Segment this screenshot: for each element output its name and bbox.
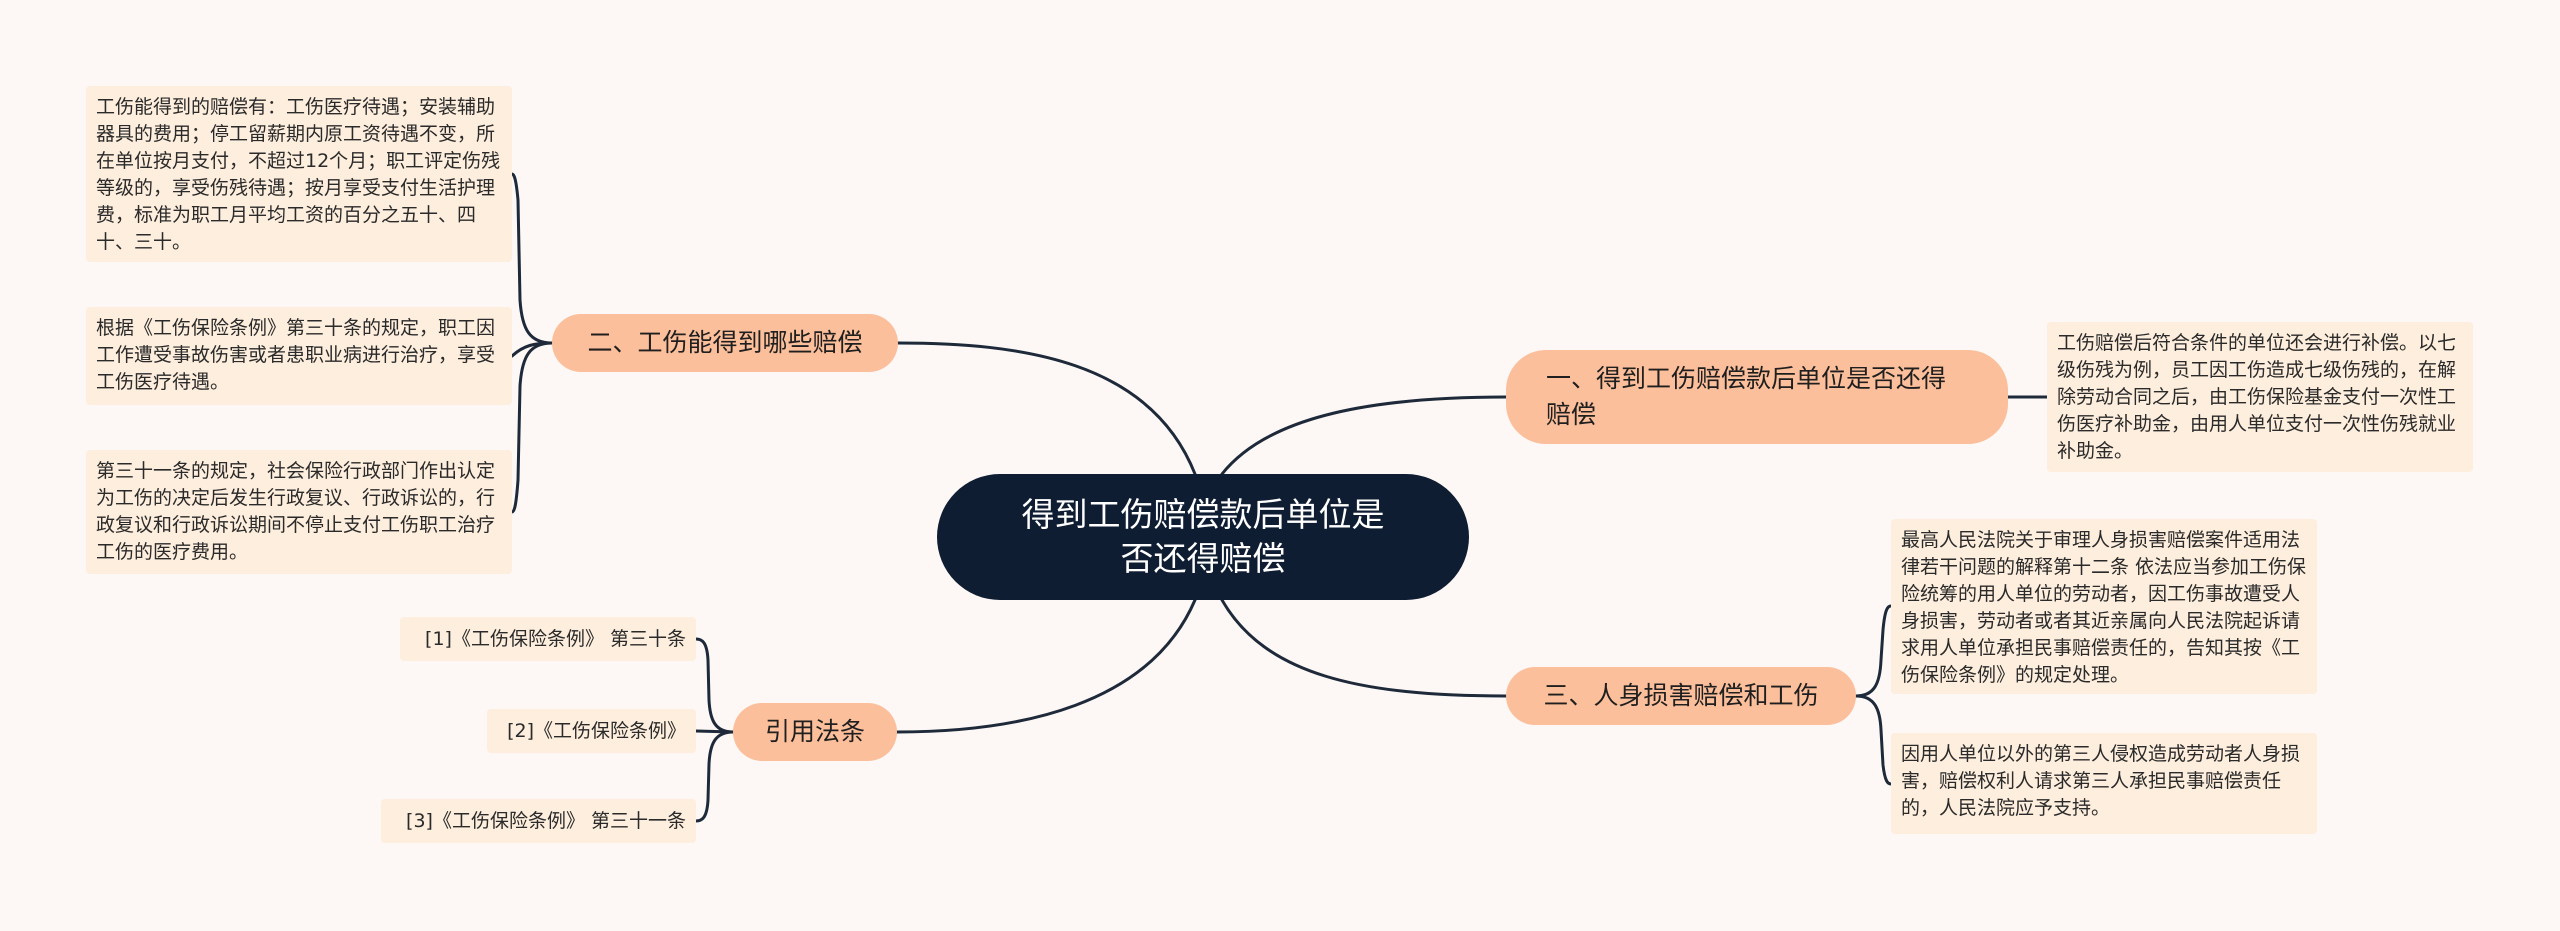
branch-label: 引用法条 (764, 717, 865, 746)
connector-root-b1 (1220, 395, 1508, 476)
connector-b4-c1 (694, 637, 735, 734)
leaf-note[interactable]: 工伤能得到的赔偿有：工伤医疗待遇；安装辅助器具的费用；停工留薪期内原工资待遇不变… (86, 86, 512, 262)
connector-root-b3 (1220, 598, 1508, 698)
leaf-note[interactable]: 根据《工伤保险条例》第三十条的规定，职工因工作遭受事故伤害或者患职业病进行治疗，… (86, 307, 512, 405)
citation-label: [2]《工伤保险条例》 (507, 719, 686, 742)
branch-personal-injury-vs-work-injury[interactable]: 三、人身损害赔偿和工伤 (1506, 667, 1856, 725)
root-topic[interactable]: 得到工伤赔偿款后单位是否还得赔偿 (937, 474, 1469, 600)
leaf-note[interactable]: 第三十一条的规定，社会保险行政部门作出认定为工伤的决定后发生行政复议、行政诉讼的… (86, 450, 512, 574)
branch-label: 一、得到工伤赔偿款后单位是否还得赔偿 (1546, 364, 1947, 429)
connector-root-b4 (895, 598, 1197, 734)
connector-b2-l2 (510, 172, 554, 345)
connector-b2-l4 (510, 341, 554, 514)
branch-available-compensation[interactable]: 二、工伤能得到哪些赔偿 (552, 314, 898, 372)
citation-label: [1]《工伤保险条例》 第三十条 (425, 627, 686, 650)
branch-label: 二、工伤能得到哪些赔偿 (587, 328, 863, 357)
citation-item[interactable]: [3]《工伤保险条例》 第三十一条 (381, 799, 696, 843)
citation-item[interactable]: [2]《工伤保险条例》 (487, 709, 696, 753)
branch-cited-laws[interactable]: 引用法条 (733, 703, 897, 761)
leaf-note[interactable]: 因用人单位以外的第三人侵权造成劳动者人身损害，赔偿权利人请求第三人承担民事赔偿责… (1891, 733, 2317, 834)
leaf-note[interactable]: 工伤赔偿后符合条件的单位还会进行补偿。以七级伤残为例，员工因工伤造成七级伤残的，… (2047, 322, 2473, 472)
connector-root-b2 (896, 341, 1197, 476)
citation-label: [3]《工伤保险条例》 第三十一条 (406, 809, 686, 832)
connector-b3-l6 (1854, 694, 1893, 786)
branch-single-unit-compensation[interactable]: 一、得到工伤赔偿款后单位是否还得赔偿 (1506, 350, 2008, 444)
leaf-note[interactable]: 最高人民法院关于审理人身损害赔偿案件适用法律若干问题的解释第十二条 依法应当参加… (1891, 519, 2317, 694)
root-topic-label: 得到工伤赔偿款后单位是否还得赔偿 (1021, 495, 1385, 578)
connector-b3-l5 (1854, 604, 1893, 698)
citation-item[interactable]: [1]《工伤保险条例》 第三十条 (400, 617, 696, 661)
branch-label: 三、人身损害赔偿和工伤 (1543, 681, 1819, 710)
connector-b4-c3 (694, 730, 735, 823)
